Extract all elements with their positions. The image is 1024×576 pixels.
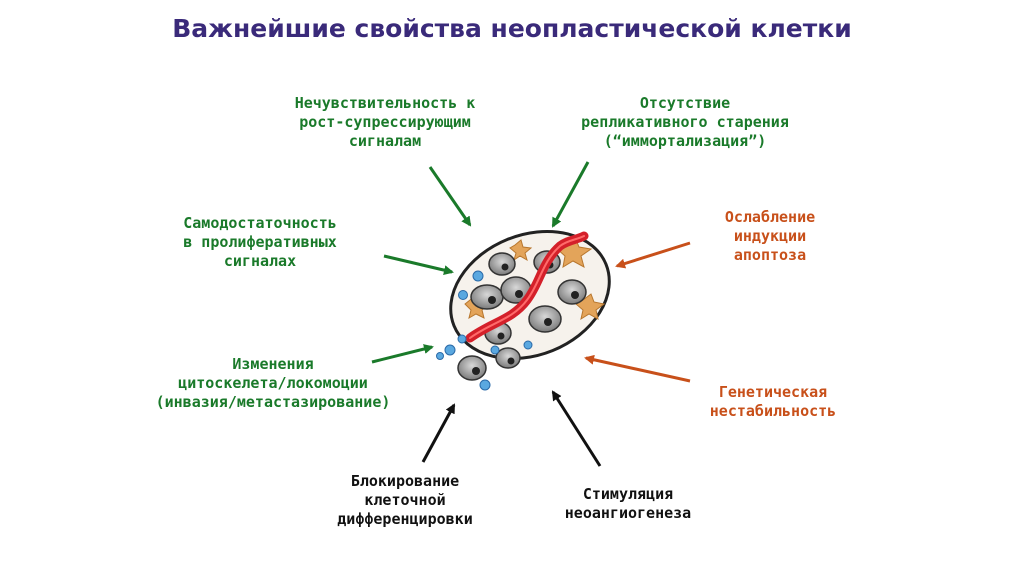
arrow-immortalization (551, 161, 590, 228)
arrow-insensitivity (428, 166, 472, 227)
label-self-sufficiency: Самодостаточность в пролиферативных сигн… (183, 214, 337, 270)
arrow-angiogenesis (551, 390, 602, 467)
label-apoptosis: Ослабление индукции апоптоза (724, 208, 816, 264)
label-immortalization: Отсутствие репликативного старения (“имм… (581, 94, 789, 150)
label-genetic: Генетическая нестабильность (709, 383, 837, 420)
arrow-apoptosis (615, 241, 691, 269)
label-insensitivity: Нечувствительность к рост-супрессирующим… (294, 94, 476, 150)
tumor-illustration (436, 229, 611, 391)
arrow-differentiation (421, 403, 456, 463)
arrow-genetic (584, 354, 691, 383)
label-angiogenesis: Стимуляция неоангиогенеза (564, 485, 692, 522)
arrow-self-sufficiency (383, 254, 454, 276)
label-cytoskeleton: Изменения цитоскелета/локомоции (инвазия… (155, 355, 391, 411)
arrow-cytoskeleton (371, 344, 434, 364)
page-title: Важнейшие свойства неопластической клетк… (172, 14, 852, 43)
label-differentiation: Блокирование клеточной дифференцировки (337, 472, 473, 528)
